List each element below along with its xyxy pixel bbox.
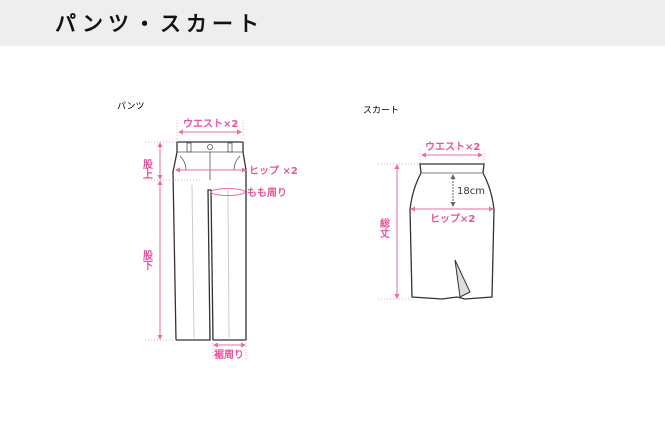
header-bar: パンツ・スカート	[0, 0, 665, 46]
pants-thigh-label: もも周り	[247, 187, 287, 199]
pants-rise-label: 股上	[141, 159, 153, 179]
skirt-waist-label: ウエスト×2	[425, 141, 480, 153]
pants-hip-label: ヒップ ×2	[249, 164, 298, 177]
skirt-hip-label: ヒップ×2	[430, 212, 475, 225]
skirt-measurements: ウエスト×2 18cm ヒップ×2 総丈	[378, 141, 494, 300]
pants-illustration	[172, 141, 247, 341]
pants-caption: パンツ	[117, 101, 144, 112]
pants-hem-label: 裾周り	[214, 348, 244, 361]
skirt-length-label: 総丈	[378, 217, 390, 239]
page-title: パンツ・スカート	[55, 12, 265, 36]
skirt-hip-offset-label: 18cm	[457, 186, 485, 197]
pants-waist-label: ウエスト×2	[183, 118, 238, 130]
pants-measurements: ウエスト×2 股上 股下 ヒップ ×2 もも周り 裾周り	[141, 118, 298, 361]
skirt-caption: スカート	[363, 105, 399, 116]
pants-inseam-label: 股下	[141, 250, 153, 271]
skirt-illustration	[409, 163, 495, 300]
